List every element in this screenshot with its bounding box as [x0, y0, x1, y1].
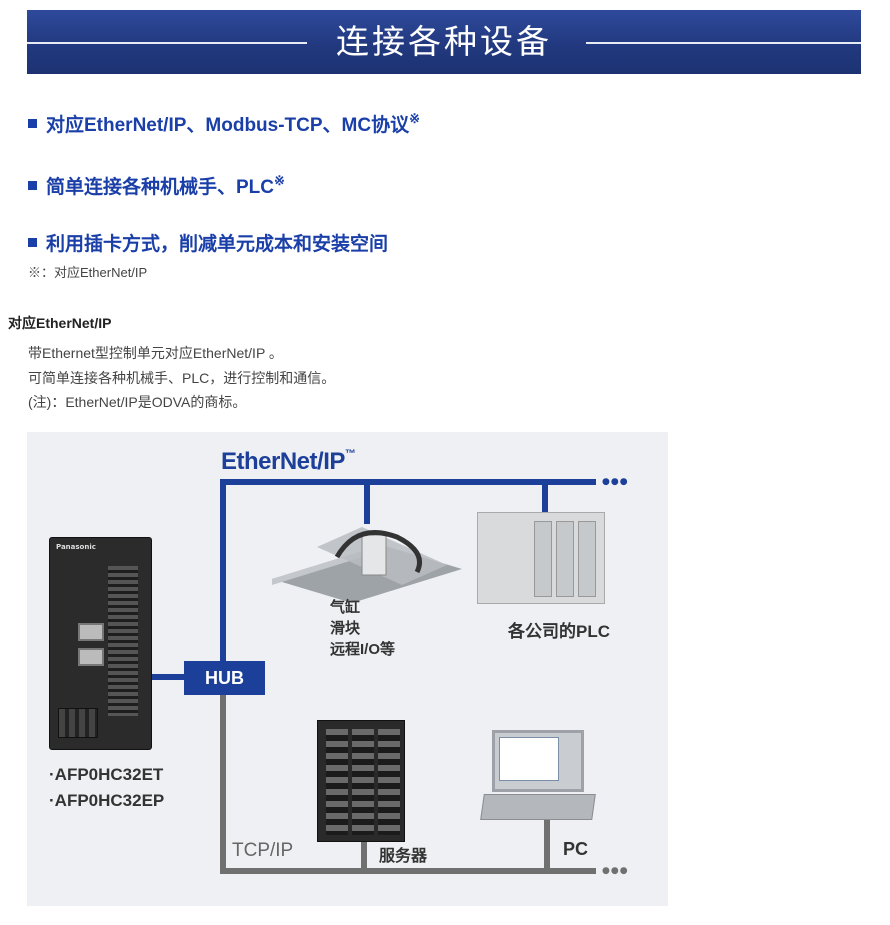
section-banner: 连接各种设备	[27, 10, 861, 74]
plc-brand-label: Panasonic	[56, 543, 96, 551]
feature-text: 简单连接各种机械手、PLC	[46, 177, 275, 198]
robot-label-remote-io: 远程I/O等	[330, 641, 396, 658]
bullet-square-icon	[28, 238, 37, 247]
server-connection-line	[361, 842, 367, 872]
robot-label-cylinder: 气缸	[330, 599, 361, 616]
plc-label: 各公司的PLC	[508, 622, 610, 641]
feature-text: 对应EtherNet/IP、Modbus-TCP、MC协议	[46, 115, 410, 136]
hub-box: HUB	[184, 661, 265, 695]
feature-footnote-mark: ※	[274, 173, 285, 188]
server-label: 服务器	[379, 848, 428, 865]
tcp-drop-line	[220, 695, 226, 873]
paragraph-line: 带Ethernet型控制单元对应EtherNet/IP 。	[28, 345, 283, 361]
robot-actuator-image	[272, 527, 462, 603]
control-unit-image: Panasonic	[49, 537, 152, 750]
tcp-bus-line	[220, 868, 596, 874]
banner-rule-right	[586, 42, 861, 44]
plc-rack-image	[477, 512, 605, 604]
ethernet-bus-line	[220, 479, 596, 485]
feature-item-protocols: 对应EtherNet/IP、Modbus-TCP、MC协议※	[28, 110, 420, 137]
robot-connection-line	[364, 479, 370, 524]
server-image	[317, 720, 405, 842]
feature-item-robots: 简单连接各种机械手、PLC※	[28, 172, 285, 199]
ethernet-port-icon	[78, 623, 104, 641]
ethernet-port-icon	[78, 648, 104, 666]
tcp-ip-label: TCP/IP	[232, 840, 294, 861]
ethernet-continuation-dots: ●●●	[602, 477, 629, 487]
model-label: ·AFP0HC32EP	[49, 791, 165, 810]
ethernet-drop-line	[220, 479, 226, 665]
connector-icon	[58, 708, 98, 738]
tcp-continuation-dots: ●●●	[602, 866, 629, 876]
ethernet-ip-logo: EtherNet/IP™	[221, 448, 356, 475]
banner-rule-left	[27, 42, 307, 44]
laptop-base	[480, 794, 596, 820]
bullet-square-icon	[28, 181, 37, 190]
banner-title: 连接各种设备	[336, 22, 552, 61]
section-heading: 对应EtherNet/IP	[8, 315, 112, 331]
model-label: ·AFP0HC32ET	[49, 765, 164, 784]
feature-text: 利用插卡方式，削减单元成本和安装空间	[46, 234, 389, 255]
paragraph-line: (注)：EtherNet/IP是ODVA的商标。	[28, 394, 247, 410]
laptop-image	[492, 730, 584, 792]
pc-connection-line	[544, 820, 550, 872]
plc-connection-line	[542, 479, 548, 514]
bullet-square-icon	[28, 119, 37, 128]
terminal-block	[108, 566, 138, 716]
pc-label: PC	[563, 839, 589, 859]
footnote: ※：对应EtherNet/IP	[28, 265, 148, 280]
feature-footnote-mark: ※	[409, 111, 421, 126]
network-diagram: EtherNet/IP™ ●●● ●●● HUB Panasonic 气缸 滑块…	[27, 432, 668, 906]
paragraph-line: 可简单连接各种机械手、PLC，进行控制和通信。	[28, 370, 336, 386]
feature-item-card: 利用插卡方式，削减单元成本和安装空间	[28, 229, 388, 256]
laptop-window	[499, 737, 559, 781]
robot-label-slider: 滑块	[330, 620, 361, 637]
